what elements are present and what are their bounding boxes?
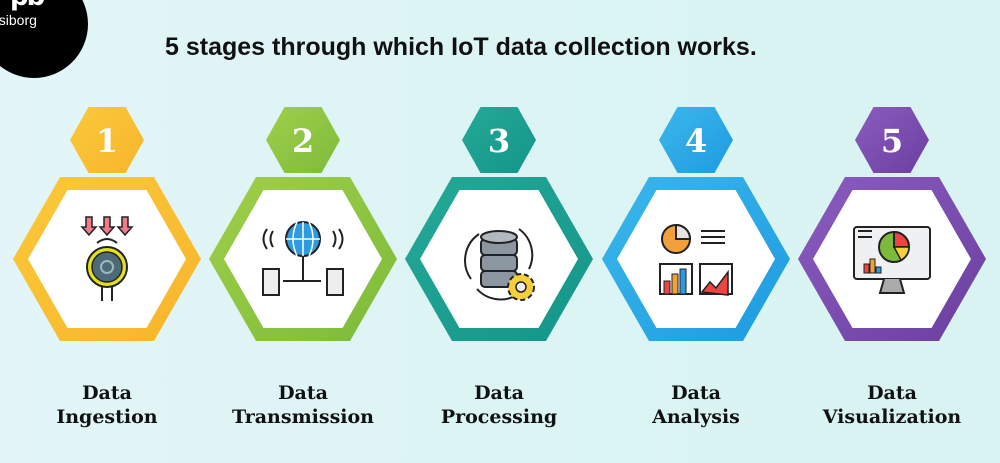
number-hexagon (659, 107, 733, 173)
globe-network-icon (262, 221, 344, 296)
psiborg-logo: pb psiborg (0, 0, 88, 78)
logo-text: psiborg (0, 12, 37, 28)
stage-label-line2: Transmission (231, 406, 374, 428)
stage-number: 5 (881, 122, 903, 160)
number-hexagon (855, 107, 929, 173)
stage-label-line1: Data (671, 382, 721, 404)
analytics-charts-icon (659, 223, 733, 296)
logo-mark: pb (10, 0, 45, 12)
stage-number: 3 (488, 122, 510, 160)
database-gear-icon (464, 228, 535, 301)
monitor-chart-icon (853, 226, 931, 294)
stage-5: 5 (798, 107, 986, 341)
stage-label-line2: Visualization (822, 406, 962, 428)
stage-number: 1 (96, 122, 118, 160)
sensor-icon (80, 216, 134, 301)
stage-label-line1: Data (867, 382, 917, 404)
stage-3: 3 (405, 107, 593, 341)
stage-hexagon-inner (617, 190, 775, 328)
number-hexagon (462, 107, 536, 173)
stage-number: 4 (685, 122, 707, 160)
stage-1: 1 (13, 107, 201, 341)
page-title: 5 stages through which IoT data collecti… (165, 33, 757, 61)
stage-4: 4 (602, 107, 790, 341)
stage-label-line1: Data (278, 382, 328, 404)
number-hexagon (266, 107, 340, 173)
stage-label-line1: Data (474, 382, 524, 404)
stage-label-line1: Data (82, 382, 132, 404)
number-hexagon (70, 107, 144, 173)
stage-label-line2: Analysis (652, 406, 740, 428)
stage-label-line2: Ingestion (56, 406, 158, 428)
stage-2: 2 (209, 107, 397, 341)
stage-label-line2: Processing (440, 406, 558, 428)
stage-number: 2 (292, 122, 314, 160)
